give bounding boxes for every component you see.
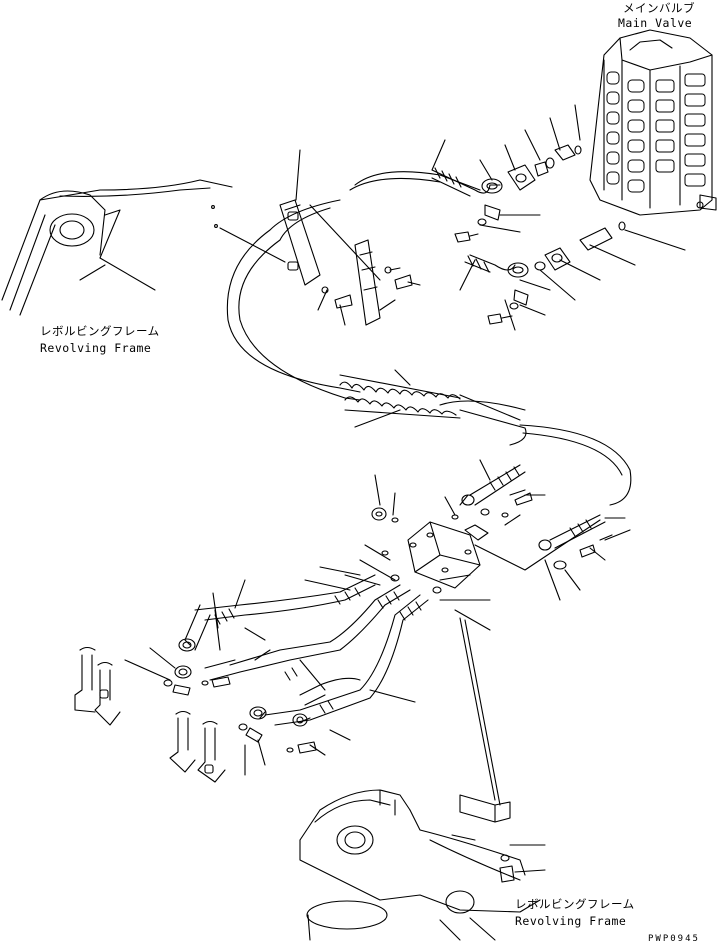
revolving-frame-bottom-label-jp: レボルビングフレーム: [515, 897, 635, 911]
revolving-frame-bottom: [299, 617, 546, 941]
bracket-assembly: [219, 149, 421, 326]
main-valve: [589, 29, 717, 216]
hose-runs: [226, 171, 632, 506]
revolving-frame-left-label-jp: レボルビングフレーム: [40, 324, 160, 338]
revolving-frame-left: [1, 179, 233, 316]
revolving-frame-bottom-label-en: Revolving Frame: [515, 914, 627, 928]
mounting-posts: [74, 646, 226, 783]
main-valve-label-jp: メインバルブ: [623, 1, 695, 15]
valve-fittings: [431, 104, 686, 331]
lower-hose-bundle: [124, 566, 429, 776]
main-valve-label-en: Main Valve: [618, 16, 693, 30]
drawing-code: PWP0945: [648, 934, 700, 944]
revolving-frame-left-label-en: Revolving Frame: [40, 341, 152, 355]
junction-block: [344, 459, 631, 631]
